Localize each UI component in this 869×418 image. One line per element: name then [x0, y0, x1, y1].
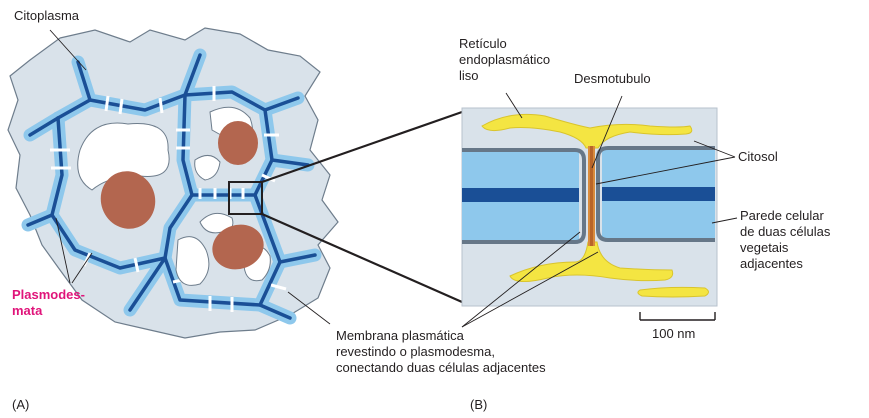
- label-cytosol: Citosol: [738, 149, 778, 165]
- label-wall-l1: Parede celular: [740, 208, 824, 224]
- scale-bar-label: 100 nm: [652, 326, 695, 342]
- label-er-l1: Retículo: [459, 36, 507, 52]
- desmotubule-core: [590, 146, 593, 246]
- label-membrane-l2: revestindo o plasmodesma,: [336, 344, 495, 360]
- middle-lamella-right: [602, 187, 715, 201]
- label-er-l2: endoplasmático: [459, 52, 550, 68]
- panel-b-tag: (B): [470, 397, 487, 413]
- label-cytoplasm: Citoplasma: [14, 8, 79, 24]
- er-bottom-right: [638, 287, 709, 297]
- label-desmotubule: Desmotubulo: [574, 71, 651, 87]
- label-wall-l2: de duas células: [740, 224, 830, 240]
- label-er-l3: liso: [459, 68, 479, 84]
- label-membrane-l3: conectando duas células adjacentes: [336, 360, 546, 376]
- label-membrane-l1: Membrana plasmática: [336, 328, 464, 344]
- label-plasmodesmata-l2: mata: [12, 303, 42, 319]
- zoom-drawing: [462, 108, 717, 306]
- middle-lamella-left: [462, 188, 579, 202]
- label-plasmodesmata-l1: Plasmodes-: [12, 287, 85, 303]
- scale-bar: [640, 312, 715, 320]
- label-wall-l4: adjacentes: [740, 256, 803, 272]
- panel-a-tag: (A): [12, 397, 29, 413]
- label-wall-l3: vegetais: [740, 240, 788, 256]
- nucleus-top: [218, 121, 258, 165]
